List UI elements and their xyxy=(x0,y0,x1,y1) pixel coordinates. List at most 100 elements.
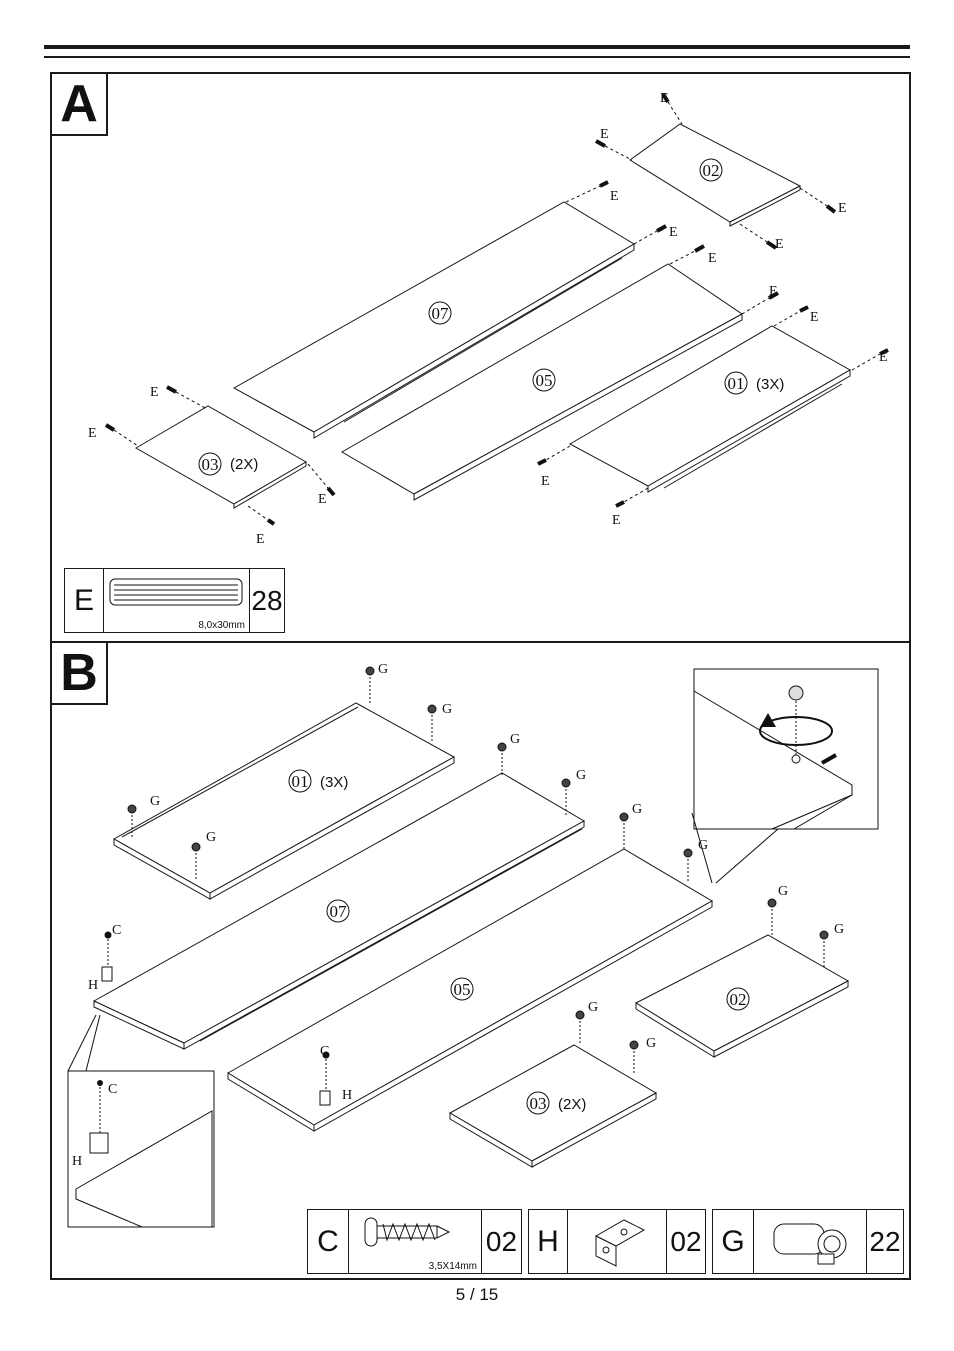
bracket-label: H xyxy=(342,1088,352,1103)
dowel-label: E xyxy=(838,201,847,216)
part-circle xyxy=(724,371,748,395)
screw-icon xyxy=(97,1080,103,1086)
screw-label: C xyxy=(108,1082,117,1097)
cam-lock-icon xyxy=(773,1223,847,1265)
panel-07-a xyxy=(232,201,635,439)
cam-lock-label: G xyxy=(206,830,216,845)
dowel-label: E xyxy=(612,513,621,528)
detail-inset-bracket: C H xyxy=(67,1014,215,1228)
cam-lock-label: G xyxy=(778,884,788,899)
cam-lock-label: G xyxy=(646,1036,656,1051)
part-number-03: 03 xyxy=(202,455,219,474)
cam-lock-label: G xyxy=(588,1000,598,1015)
cam-lock-label: G xyxy=(378,662,388,677)
panel-05-a xyxy=(341,263,743,501)
dowel-label: E xyxy=(150,385,159,400)
bracket-label: H xyxy=(88,978,98,993)
legend-picture xyxy=(754,1210,867,1273)
part-number-07: 07 xyxy=(432,304,450,323)
panel-01-a xyxy=(568,325,852,493)
header-rule-thin xyxy=(44,56,910,58)
part-number-07: 07 xyxy=(330,902,348,921)
panel-02-a xyxy=(629,123,802,227)
cam-lock-icon xyxy=(788,685,804,701)
bracket-icon xyxy=(89,1132,109,1154)
cam-lock-label: G xyxy=(698,838,708,853)
screw-label: C xyxy=(320,1044,329,1059)
step-b-panel: B xyxy=(50,641,911,1280)
part-number-03: 03 xyxy=(530,1094,547,1113)
cam-lock-label: G xyxy=(576,768,586,783)
step-a-diagram: E E E E E E E E E E E E E E E E 02 07 xyxy=(88,91,889,547)
dowel-label: E xyxy=(256,532,265,547)
cam-lock-legend: G 22 xyxy=(712,1209,904,1274)
panel-03-b xyxy=(448,1044,658,1168)
part-circle xyxy=(532,368,556,392)
screw-icon xyxy=(104,931,112,939)
part-number-02: 02 xyxy=(703,161,720,180)
legend-letter: G xyxy=(713,1210,754,1273)
panel-03-a xyxy=(135,405,307,509)
screw-icon xyxy=(322,1051,330,1059)
page-number: 5 / 15 xyxy=(455,1285,499,1304)
part-number-05: 05 xyxy=(536,371,553,390)
dowel-label: E xyxy=(541,474,550,489)
legend-count: 02 xyxy=(670,1225,702,1257)
header-rule-thick xyxy=(44,45,910,49)
part-circle xyxy=(428,301,452,325)
dowel-label: E xyxy=(879,350,888,365)
legend-count: 02 xyxy=(485,1225,518,1257)
part-circle xyxy=(198,452,222,476)
panel-02-b xyxy=(634,934,850,1058)
dowel-label: E xyxy=(88,426,97,441)
dowel-label: E xyxy=(810,310,819,325)
dowel-label: E xyxy=(318,492,327,507)
dowel-label: E xyxy=(600,127,609,142)
legend-picture: 3,5X14mm xyxy=(349,1210,482,1273)
legend-letter: H xyxy=(529,1210,568,1273)
screw-icon xyxy=(364,1217,451,1247)
part-circle xyxy=(699,158,723,182)
part-number-01: 01 xyxy=(728,374,745,393)
cam-lock-label: G xyxy=(834,922,844,937)
legend-letter: E xyxy=(65,569,104,632)
part-quantity-01: (3X) xyxy=(320,774,348,791)
step-a-letter: A xyxy=(52,74,108,136)
part-number-02: 02 xyxy=(730,990,747,1009)
dowel-label: E xyxy=(769,284,778,299)
bracket-legend: H 02 xyxy=(528,1209,706,1274)
cam-locks xyxy=(127,666,829,1073)
legend-count: 22 xyxy=(869,1225,901,1257)
legend-count: 28 xyxy=(251,584,283,616)
part-quantity-03: (2X) xyxy=(230,456,258,473)
dowel-label: E xyxy=(669,225,678,240)
cam-lock-label: G xyxy=(632,802,642,817)
part-number-05: 05 xyxy=(454,980,471,999)
legend-picture: 8,0x30mm xyxy=(104,569,250,632)
dowel-label: E xyxy=(708,251,717,266)
angle-bracket-icon xyxy=(594,1219,646,1267)
part-number-01: 01 xyxy=(292,772,309,791)
screw-label: C xyxy=(112,923,121,938)
legend-picture xyxy=(568,1210,667,1273)
dowel-label: E xyxy=(660,91,669,106)
part-quantity-01: (3X) xyxy=(756,376,784,393)
bracket-icon xyxy=(319,1090,331,1106)
cam-lock-label: G xyxy=(442,702,452,717)
cam-lock-label: G xyxy=(510,732,520,747)
part-quantity-03: (2X) xyxy=(558,1096,586,1113)
panel-07-b xyxy=(92,772,586,1050)
dowel-legend: E 8,0x30mm 28 xyxy=(64,568,285,633)
step-b-diagram: G G G G G G G G G G G G G C H C xyxy=(67,662,879,1228)
cam-lock-label: G xyxy=(150,794,160,809)
dowel-label: E xyxy=(775,237,784,252)
bracket-label: H xyxy=(72,1154,82,1169)
step-b-letter: B xyxy=(52,643,108,705)
dowel-label: E xyxy=(610,189,619,204)
legend-spec: 3,5X14mm xyxy=(428,1261,477,1272)
bracket-icon xyxy=(101,966,113,982)
dowel-icon xyxy=(109,578,243,606)
detail-inset-cam xyxy=(691,668,879,884)
legend-letter: C xyxy=(308,1210,349,1273)
screw-legend: C 3,5X14mm 02 xyxy=(307,1209,522,1274)
